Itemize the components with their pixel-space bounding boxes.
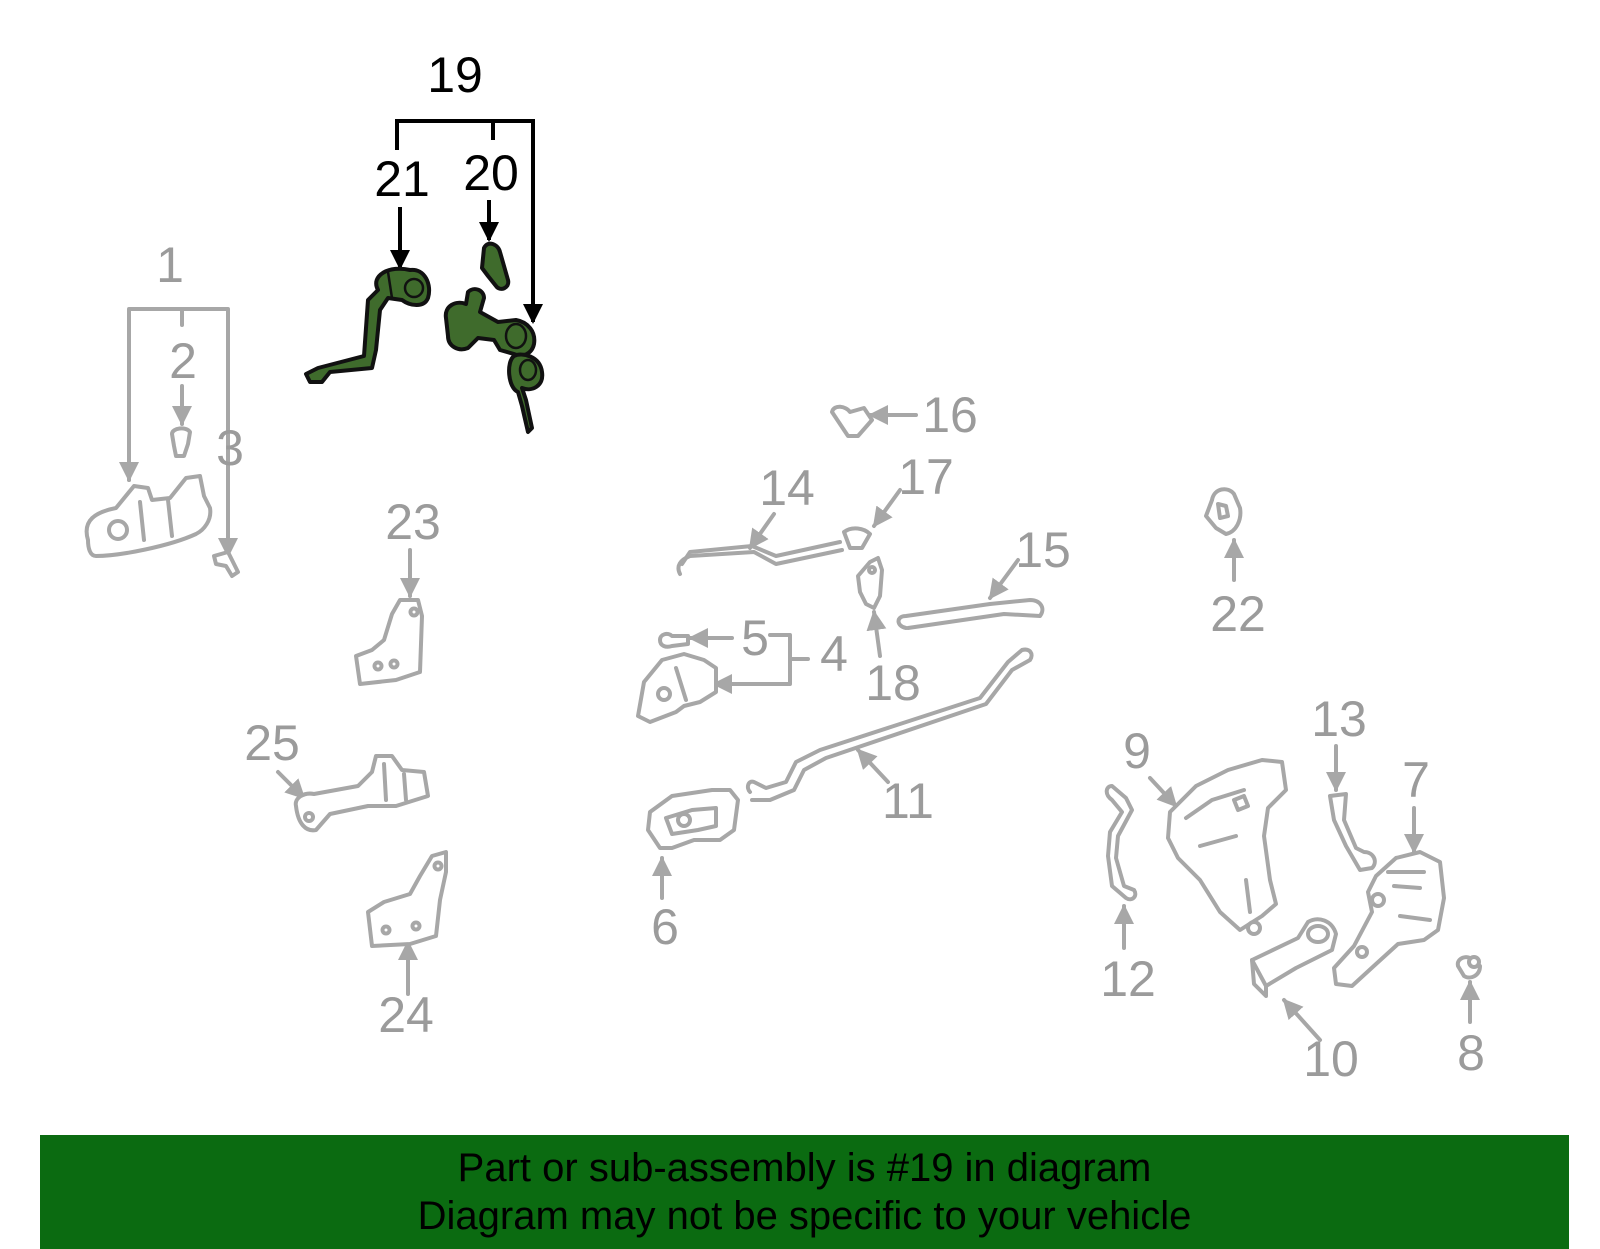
part-20-key[interactable]	[480, 241, 511, 291]
callout-15: 15	[1015, 522, 1071, 578]
part-12-rod[interactable]	[1104, 784, 1138, 902]
callout-group-25: 25	[244, 715, 306, 800]
callout-group-11: 11	[856, 748, 934, 829]
callout-21: 21	[374, 151, 430, 207]
callout-group-16: 16	[868, 387, 978, 443]
part-9-cover[interactable]	[1166, 758, 1288, 936]
callout-group-23: 23	[385, 494, 441, 598]
callout-6: 6	[651, 899, 679, 955]
part-14-rod[interactable]	[676, 540, 844, 576]
part-22-striker[interactable]	[1204, 487, 1243, 536]
part-4-handle-housing[interactable]	[636, 652, 718, 724]
callout-20: 20	[463, 145, 519, 201]
callout-group-7: 7	[1402, 752, 1430, 854]
callout-group-12: 12	[1100, 904, 1156, 1007]
part-1-outside-handle[interactable]	[84, 474, 213, 558]
info-banner: Part or sub-assembly is #19 in diagram D…	[40, 1135, 1569, 1249]
bracket-1	[127, 307, 230, 558]
callout-5: 5	[741, 610, 769, 666]
callout-group-4-5: 5 4	[688, 610, 848, 694]
callout-group-22: 22	[1210, 538, 1266, 642]
callout-group-8: 8	[1457, 980, 1485, 1081]
callout-10: 10	[1303, 1031, 1359, 1087]
callout-13: 13	[1311, 691, 1367, 747]
callout-group-14: 14	[748, 460, 815, 550]
callout-8: 8	[1457, 1025, 1485, 1081]
callout-25: 25	[244, 715, 300, 771]
callout-group-18: 18	[865, 610, 921, 711]
part-17-clip[interactable]	[842, 526, 872, 550]
callout-group-17: 17	[872, 449, 954, 528]
callout-19: 19	[427, 47, 483, 103]
callout-group-24: 24	[378, 940, 434, 1043]
part-10-actuator[interactable]	[1250, 917, 1338, 998]
callout-group-13: 13	[1311, 691, 1367, 792]
part-21-lock-rod[interactable]	[304, 266, 431, 384]
part-25-door-check[interactable]	[293, 754, 430, 833]
callout-23: 23	[385, 494, 441, 550]
part-24-lower-hinge[interactable]	[366, 850, 448, 948]
part-7-latch[interactable]	[1332, 850, 1446, 988]
part-13-rod[interactable]	[1328, 792, 1377, 872]
callout-group-9: 9	[1123, 723, 1178, 808]
part-15-rod[interactable]	[896, 598, 1045, 630]
callout-2: 2	[169, 333, 197, 389]
callout-1: 1	[156, 237, 184, 293]
callout-11: 11	[882, 773, 934, 829]
part-6-inside-handle[interactable]	[646, 788, 740, 850]
callout-7: 7	[1402, 752, 1430, 808]
callout-12: 12	[1100, 951, 1156, 1007]
part-5-screw[interactable]	[658, 631, 690, 649]
callout-group-1: 1 2 3	[119, 237, 244, 558]
part-23-upper-hinge[interactable]	[354, 598, 424, 686]
part-11-rod[interactable]	[745, 647, 1034, 802]
part-3-screw[interactable]	[212, 550, 240, 578]
callout-group-10: 10	[1282, 998, 1359, 1087]
part-2-clip[interactable]	[170, 426, 192, 458]
part-8-grommet[interactable]	[1455, 955, 1482, 980]
callout-group-19: 19 21 20	[374, 47, 543, 324]
banner-line-2: Diagram may not be specific to your vehi…	[417, 1194, 1192, 1238]
banner-line-1: Part or sub-assembly is #19 in diagram	[457, 1146, 1152, 1190]
callout-4: 4	[820, 626, 848, 682]
callout-24: 24	[378, 987, 434, 1043]
part-16-clip[interactable]	[830, 404, 874, 438]
callout-22: 22	[1210, 586, 1266, 642]
callout-17: 17	[898, 449, 954, 505]
callout-18: 18	[865, 655, 921, 711]
part-19-lock-cylinder[interactable]	[443, 287, 545, 434]
bracket-19	[395, 119, 543, 324]
callout-16: 16	[922, 387, 978, 443]
callout-group-15: 15	[988, 522, 1071, 600]
callout-9: 9	[1123, 723, 1151, 779]
part-18-guide[interactable]	[856, 556, 884, 610]
callout-group-6: 6	[651, 856, 679, 955]
callout-3: 3	[216, 420, 244, 476]
callout-14: 14	[759, 460, 815, 516]
